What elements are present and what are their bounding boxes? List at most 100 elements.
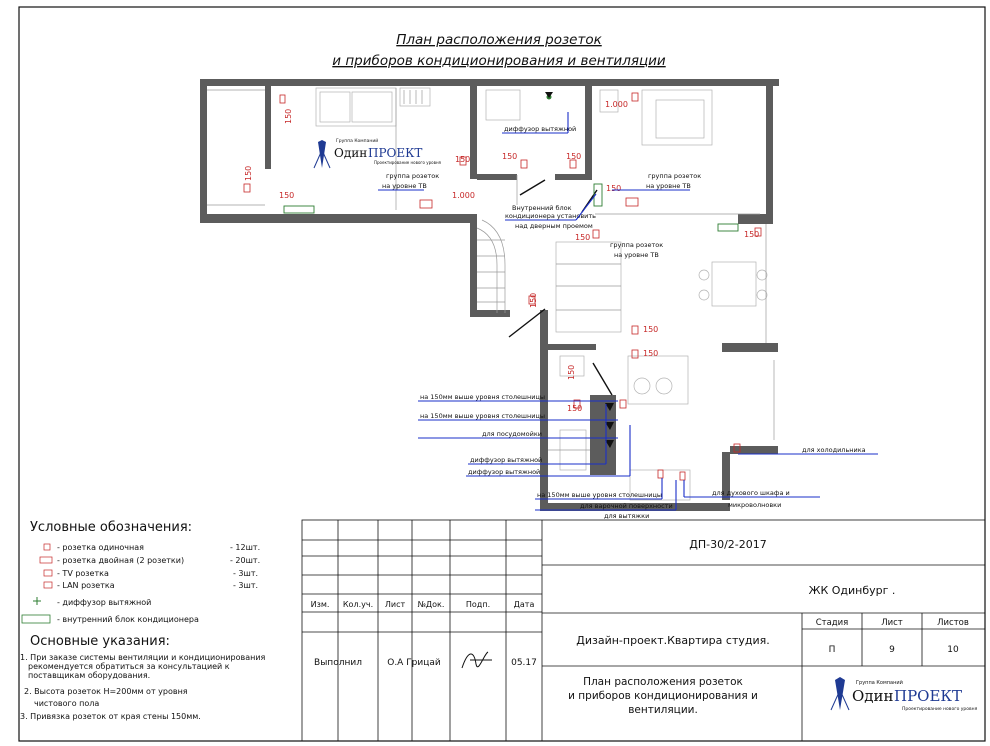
label-hood: для вытяжки [604, 512, 649, 520]
note-3: 3. Привязка розеток от края стены 150мм. [20, 712, 201, 721]
tb-header: Кол.уч. [343, 600, 373, 609]
dim-150: 150 [566, 152, 581, 161]
tb-sheet-title-l2: и приборов кондиционирования и [568, 690, 758, 702]
wall-bath-right [590, 395, 600, 475]
lan-socket-icon [43, 581, 53, 589]
wall-right-top2 [738, 214, 773, 224]
legend-item-count: - 3шт. [233, 569, 258, 578]
signature-icon [461, 651, 492, 669]
floor-plan: 150 150 150 150 1.000 150 150 1.000 150 … [200, 79, 878, 520]
dim-150: 150 [575, 233, 590, 242]
label-fridge: для холодильника [802, 446, 866, 454]
dim-1000: 1.000 [605, 100, 628, 109]
ac-unit-icon [283, 205, 315, 214]
label-oven-l2: микроволновки [728, 501, 781, 509]
legend-item-label: - TV розетка [57, 569, 109, 578]
tb-header: Изм. [311, 600, 330, 609]
label-dishwasher: для посудомойки [482, 430, 542, 438]
dim-150: 150 [284, 109, 293, 124]
dim-150: 150 [643, 349, 658, 358]
tb-logo-group: Группа Компаний [856, 679, 903, 686]
label-indoor-unit-l2: кондиционера установить [505, 212, 596, 220]
label-hob: для варочной поверхности [580, 502, 673, 510]
plan-logo-group: Группа Компаний [336, 137, 378, 144]
label-diffuser-1: диффузор вытяжной [470, 456, 542, 464]
legend-title: Условные обозначения: [30, 520, 192, 535]
plan-logo-name-1: Один [334, 146, 367, 160]
legend-item-count: - 12шт. [230, 543, 260, 552]
ac-unit-icon [593, 183, 603, 207]
dim-150: 150 [455, 155, 470, 164]
tb-design-title: Дизайн-проект.Квартира студия. [576, 634, 770, 647]
legend-item-label: - LAN розетка [57, 581, 115, 590]
wall-partition-3 [585, 79, 592, 179]
dim-150: 150 [606, 184, 621, 193]
legend-item-label: - розетка двойная (2 розетки) [57, 556, 184, 565]
tb-header: Лист [385, 600, 406, 609]
dim-150: 150 [567, 365, 576, 380]
label-indoor-unit-l1: Внутренний блок [512, 204, 572, 212]
tb-stage-header: Стадия [816, 618, 849, 628]
tb-author: О.А Грицай [387, 658, 441, 668]
notes-title: Основные указания: [30, 634, 170, 649]
dim-150: 150 [567, 404, 582, 413]
title-block: Изм. Кол.уч. Лист №Док. Подп. Дата Выпол… [301, 519, 986, 742]
wall-stair-bottom [470, 310, 510, 317]
tb-sheet-title-l3: вентиляции. [628, 704, 698, 716]
label-tv-group-3-l1: группа розеток [610, 241, 663, 249]
tb-header: Подп. [466, 600, 490, 609]
dim-150: 150 [529, 293, 538, 308]
legend-item-count: - 3шт. [233, 581, 258, 590]
legend-item-count: - 20шт. [230, 556, 260, 565]
tb-date: 05.17 [511, 658, 537, 668]
wall-stair-left [470, 214, 477, 317]
plan-logo: Группа Компаний Один ПРОЕКТ Проектирован… [313, 137, 442, 169]
label-indoor-unit-l3: над дверным проемом [515, 222, 593, 230]
wall-right-low [730, 446, 778, 454]
dim-1000: 1.000 [452, 191, 475, 200]
wall-left [200, 79, 207, 223]
sheet-frame [18, 6, 986, 742]
tb-project: ЖК Одинбург . [809, 584, 896, 597]
label-tv-group-1-l2: на уровне ТВ [382, 182, 427, 190]
label-diffuser-2: диффузор вытяжной [468, 468, 540, 476]
legend-item-label: - внутренний блок кондиционера [57, 615, 199, 624]
tb-performed: Выполнил [314, 658, 362, 668]
wall-kitchen-bottom [540, 503, 730, 511]
wall-right-top [766, 79, 773, 224]
tv-socket-icon [43, 569, 53, 577]
note-1-l1: 1. При заказе системы вентиляции и конди… [20, 653, 266, 662]
label-tv-group-1-l1: группа розеток [386, 172, 439, 180]
note-2-l1: 2. Высота розеток Н=200мм от уровня [24, 687, 188, 696]
dim-150: 150 [279, 191, 294, 200]
label-oven-l1: для духового шкафа и [712, 489, 790, 497]
label-tv-group-3-l2: на уровне ТВ [614, 251, 659, 259]
legend: Условные обозначения: - розетка одиночна… [21, 520, 260, 624]
title-line-1: План расположения розеток [396, 32, 602, 48]
dim-150: 150 [744, 230, 759, 239]
tb-sheets: 10 [947, 645, 959, 655]
tb-logo-name-1: Один [852, 687, 894, 705]
title-line-2: и приборов кондиционирования и вентиляци… [332, 53, 666, 69]
tb-sheet-header: Лист [881, 618, 903, 628]
wall-kitchen-left [540, 310, 548, 510]
tb-doc-number: ДП-30/2-2017 [689, 538, 767, 551]
legend-item-label: - диффузор вытяжной [57, 598, 151, 607]
wall-bath-top [540, 344, 596, 350]
wall-partition-5 [555, 174, 592, 180]
label-tv-group-2-l1: группа розеток [648, 172, 701, 180]
dim-150: 150 [643, 325, 658, 334]
title-block-logo: Группа Компаний Один ПРОЕКТ Проектирован… [830, 677, 978, 712]
ac-unit-icon [21, 614, 51, 624]
label-above-counter-1: на 150мм выше уровня столешницы [420, 393, 545, 401]
tb-header: №Док. [418, 600, 445, 609]
wall-bottom-left [200, 214, 475, 223]
note-1-l3: поставщикам оборудования. [28, 671, 150, 680]
plan-logo-tagline: Проектирование нового уровня [374, 160, 442, 165]
wall-right-mid [722, 343, 778, 352]
tb-sheet: 9 [889, 645, 895, 655]
label-above-counter-2: на 150мм выше уровня столешницы [420, 412, 545, 420]
tb-logo-name-2: ПРОЕКТ [894, 687, 962, 705]
wall-top [200, 79, 779, 86]
